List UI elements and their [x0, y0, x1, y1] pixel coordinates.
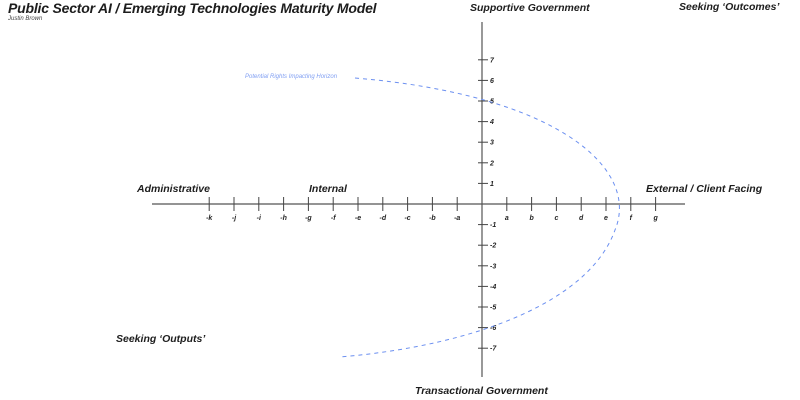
- author: Justin Brown: [8, 16, 43, 22]
- y-tick-label: 4: [489, 119, 494, 126]
- y-tick-label: -4: [490, 284, 496, 291]
- y-tick-label: -3: [490, 263, 496, 270]
- x-tick-label: b: [529, 215, 534, 222]
- y-tick-label: -7: [490, 346, 497, 353]
- y-tick-label: 7: [490, 57, 495, 64]
- x-tick-label: -e: [355, 215, 361, 222]
- x-tick-label: a: [505, 215, 509, 222]
- x-tick-label: f: [630, 215, 633, 222]
- x-ticks: -k -j -i -h -g -f -e -d -c -b -a a b c d e f g: [206, 197, 658, 222]
- label-seeking-outcomes: Seeking ‘Outcomes’: [679, 1, 780, 13]
- y-tick-label: -6: [490, 325, 496, 332]
- curve-label: Potential Rights Impacting Horizon: [245, 74, 338, 80]
- y-tick-label: 1: [490, 181, 494, 188]
- x-tick-label: -b: [429, 215, 436, 222]
- x-tick-label: e: [604, 215, 608, 222]
- label-administrative: Administrative: [137, 183, 210, 195]
- x-tick-label: g: [652, 215, 658, 222]
- x-tick-label: -g: [305, 215, 312, 222]
- label-supportive-government: Supportive Government: [470, 2, 590, 14]
- label-external-client-facing: External / Client Facing: [646, 183, 763, 195]
- x-tick-label: d: [579, 215, 584, 222]
- x-tick-label: -j: [232, 215, 237, 222]
- x-tick-label: -i: [257, 215, 262, 222]
- x-tick-label: -f: [331, 215, 336, 222]
- x-tick-label: -k: [206, 215, 213, 222]
- diagram-title: Public Sector AI / Emerging Technologies…: [8, 0, 377, 16]
- x-tick-label: c: [554, 215, 558, 222]
- y-tick-label: -1: [490, 222, 496, 229]
- x-tick-label: -d: [379, 215, 386, 222]
- x-tick-label: -a: [454, 215, 460, 222]
- y-tick-label: -2: [490, 243, 496, 250]
- y-tick-label: -5: [490, 305, 496, 312]
- label-transactional-government: Transactional Government: [415, 385, 548, 397]
- label-seeking-outputs: Seeking ‘Outputs’: [116, 333, 206, 345]
- rights-impacting-horizon-curve: [339, 77, 620, 358]
- x-tick-label: -c: [404, 215, 410, 222]
- label-internal: Internal: [309, 183, 347, 195]
- x-tick-label: -h: [280, 215, 287, 222]
- y-tick-label: 2: [489, 160, 494, 167]
- axes: [152, 22, 685, 377]
- y-tick-label: 3: [490, 140, 494, 147]
- y-tick-label: 6: [490, 78, 494, 85]
